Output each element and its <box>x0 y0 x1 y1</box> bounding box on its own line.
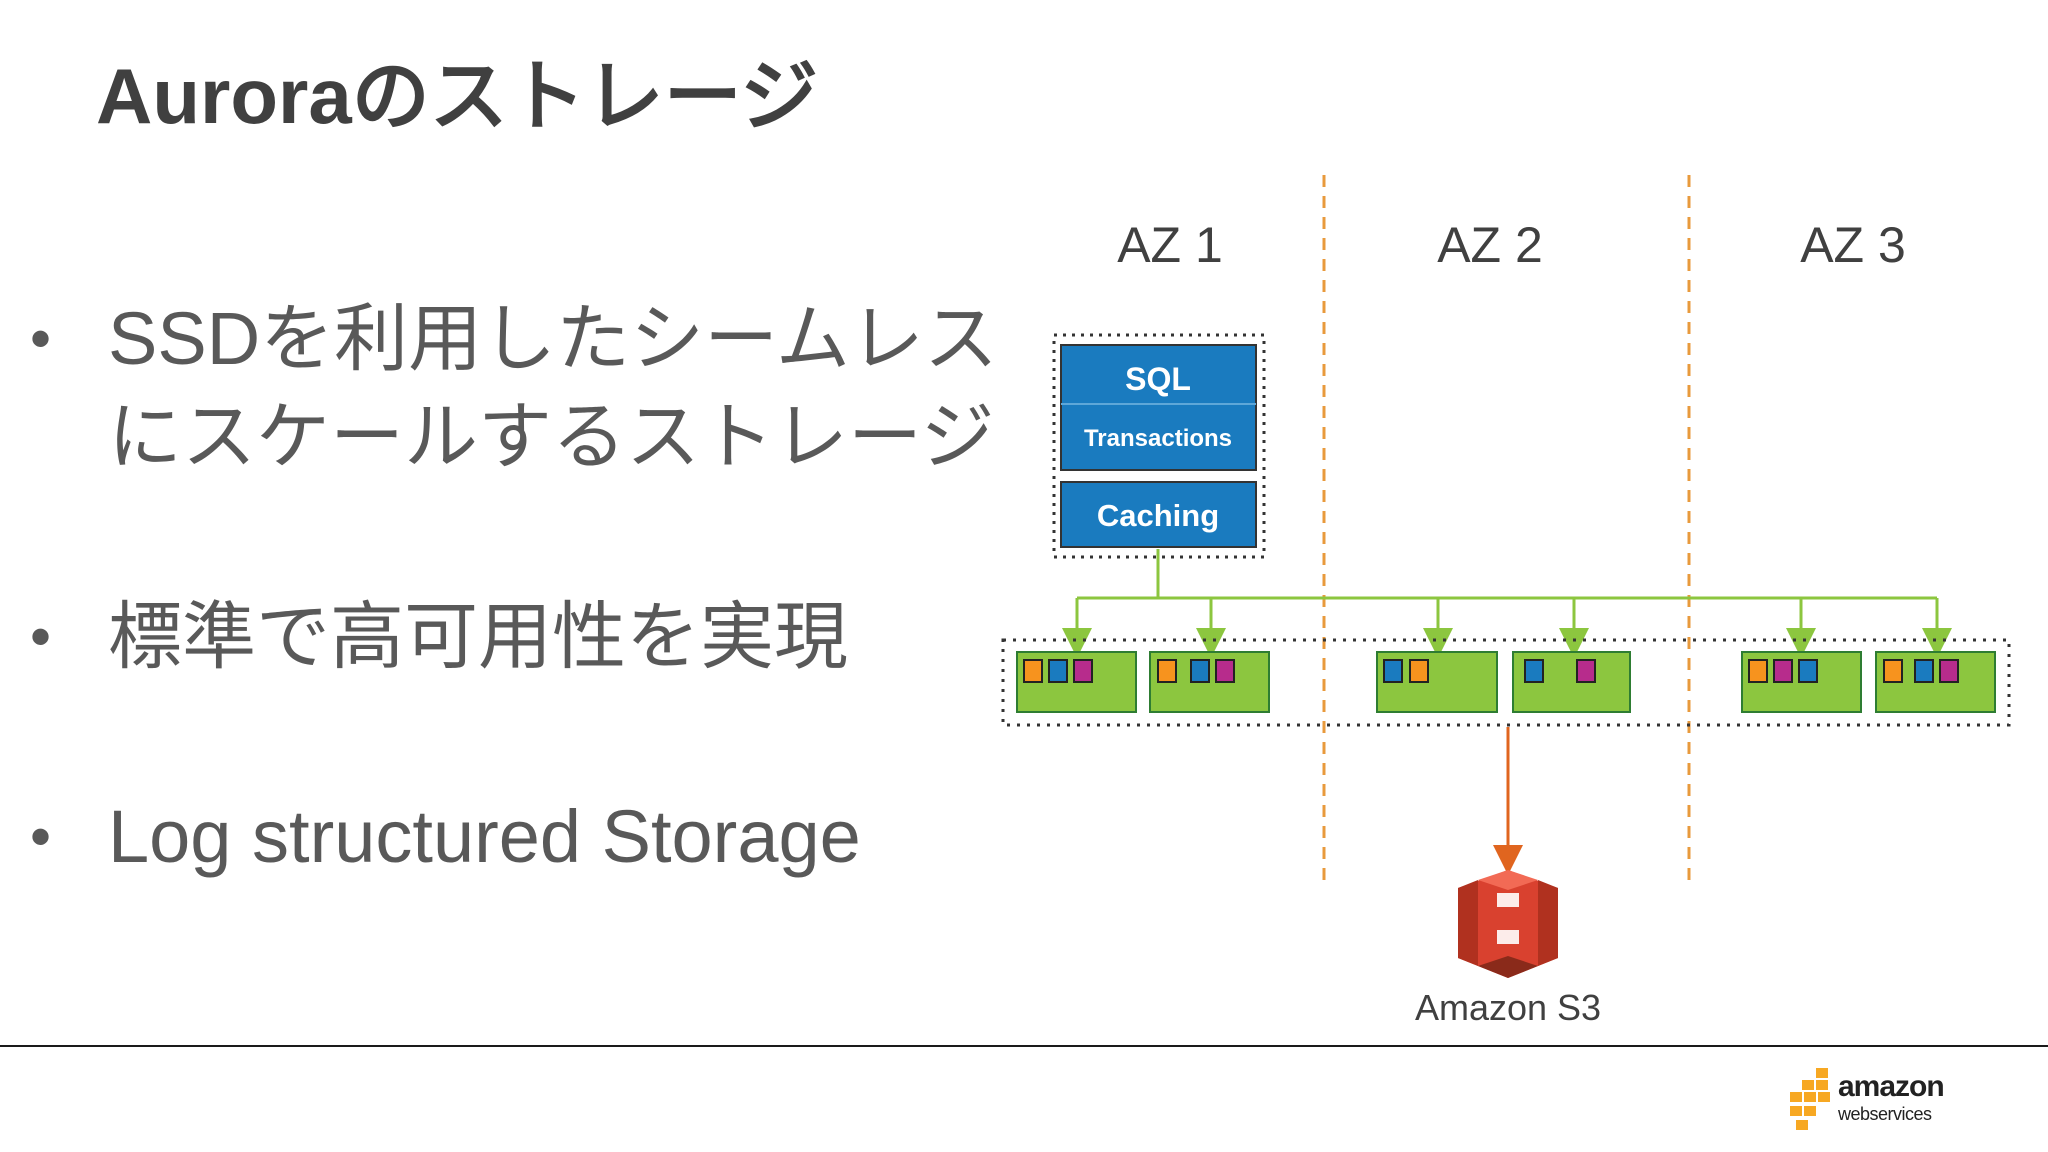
data-block <box>1157 659 1177 683</box>
data-block <box>1524 659 1544 683</box>
data-block <box>1883 659 1903 683</box>
caching-box <box>1060 481 1257 548</box>
data-block <box>1190 659 1210 683</box>
az-label: AZ 2 <box>1437 217 1543 273</box>
aws-logo: amazon webservices <box>1786 1066 1946 1136</box>
storage-node <box>1512 651 1631 713</box>
az-label: AZ 3 <box>1800 217 1906 273</box>
data-block <box>1939 659 1959 683</box>
storage-node <box>1149 651 1270 713</box>
bullet-text: Log structured Storage <box>108 795 861 878</box>
bullet-text: 標準で高可用性を実現 <box>108 595 848 678</box>
bullet-marker: • <box>30 305 52 372</box>
storage-node <box>1016 651 1137 713</box>
data-block <box>1048 659 1068 683</box>
data-block <box>1914 659 1934 683</box>
storage-node <box>1741 651 1862 713</box>
s3-label: Amazon S3 <box>1415 987 1601 1028</box>
slide-title: Auroraのストレージ <box>96 52 819 140</box>
aws-cubes-icon <box>1790 1068 1830 1130</box>
bullet-text: SSDを利用したシームレス にスケールするストレージ <box>108 297 998 478</box>
storage-node <box>1376 651 1498 713</box>
storage-node <box>1875 651 1996 713</box>
data-block <box>1409 659 1429 683</box>
sql-transactions-box <box>1060 344 1257 471</box>
data-block <box>1383 659 1403 683</box>
data-block <box>1073 659 1093 683</box>
bullet-marker: • <box>30 803 52 870</box>
az-label: AZ 1 <box>1117 217 1223 273</box>
aws-logo-sub: webservices <box>1838 1104 1932 1124</box>
data-block <box>1215 659 1235 683</box>
data-block <box>1748 659 1768 683</box>
data-block <box>1576 659 1596 683</box>
aws-logo-main: amazon <box>1838 1070 1945 1103</box>
s3-bucket-icon <box>1458 870 1558 978</box>
data-block <box>1023 659 1043 683</box>
bullet-marker: • <box>30 603 52 670</box>
data-block <box>1773 659 1793 683</box>
data-block <box>1798 659 1818 683</box>
sql-label: SQL <box>1125 361 1191 397</box>
storage-volume-group <box>1001 638 2011 727</box>
caching-label: Caching <box>1097 498 1219 533</box>
transactions-label: Transactions <box>1084 425 1232 452</box>
footer-divider <box>0 1045 2048 1047</box>
